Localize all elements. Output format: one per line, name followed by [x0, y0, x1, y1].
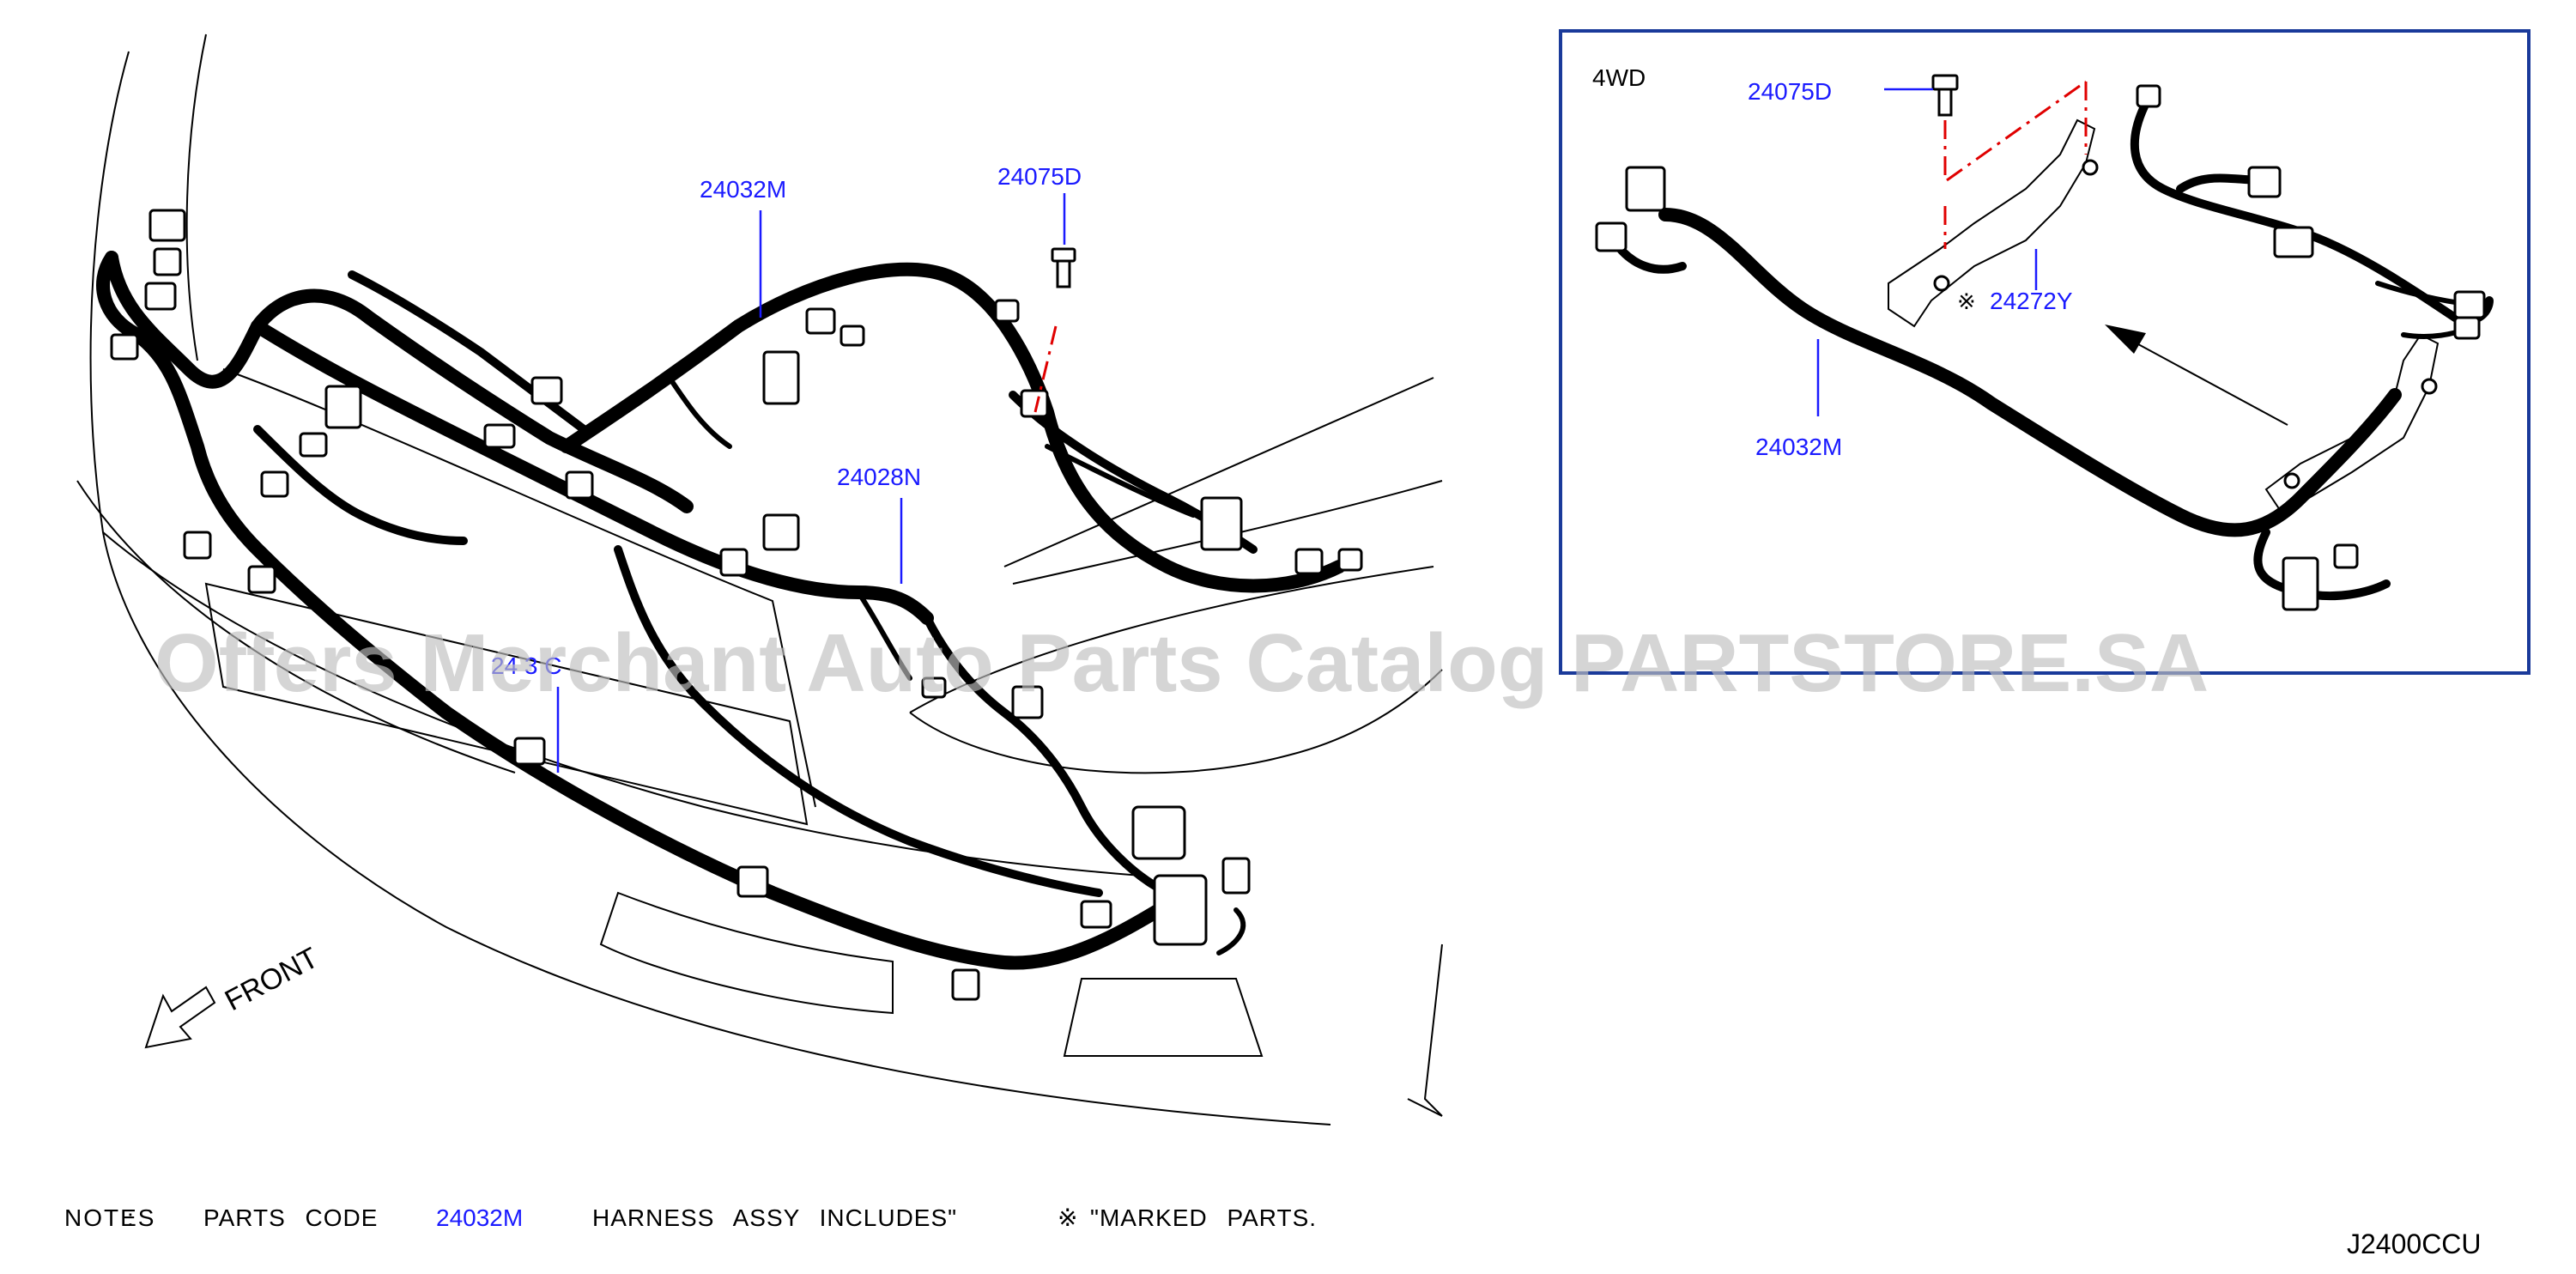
callout-24075D-inset: 24075D — [1748, 78, 1832, 105]
notes-parts-code: PARTS CODE — [203, 1204, 378, 1231]
callout-24032M-inset: 24032M — [1755, 434, 1842, 460]
inset-border — [1559, 29, 2531, 675]
watermark: Offers Merchant Auto Parts Catalog PARTS… — [155, 617, 2209, 709]
notes-marked-symbol: ※ — [1058, 1204, 1077, 1231]
callout-24075D-main: 24075D — [997, 163, 1082, 190]
main-connectors — [110, 209, 1363, 1001]
direction-arrow-icon — [2105, 325, 2146, 354]
callout-partial: 24 3 C — [491, 652, 562, 679]
callout-24028N: 24028N — [837, 464, 921, 490]
inset-4wd-panel: 4WD 2 — [1559, 29, 2531, 675]
main-callouts: 24032M 24075D 24028N 24 3 C — [491, 163, 1082, 773]
front-label: FRONT — [220, 942, 324, 1018]
notes-prefix: NOTES — [64, 1204, 155, 1231]
front-arrow-icon — [144, 986, 216, 1049]
marked-symbol-inset: ※ — [1957, 288, 1976, 314]
callout-24272Y: 24272Y — [1990, 288, 2073, 314]
inset-label: 4WD — [1592, 64, 1646, 91]
notes-line: NOTES : PARTS CODE 24032M HARNESS ASSY I… — [64, 1204, 1317, 1231]
bolt-24075D-main — [1033, 247, 1076, 413]
diagram-code: J2400CCU — [2347, 1228, 2482, 1259]
front-direction-indicator: FRONT — [144, 942, 324, 1049]
callout-24032M-main: 24032M — [700, 176, 786, 203]
notes-colon: : — [127, 1204, 134, 1231]
vehicle-body-outline — [76, 33, 1443, 1125]
notes-code: 24032M — [436, 1204, 523, 1231]
notes-marked-text: "MARKED PARTS. — [1090, 1204, 1317, 1231]
notes-harness-text: HARNESS ASSY INCLUDES" — [592, 1204, 957, 1231]
